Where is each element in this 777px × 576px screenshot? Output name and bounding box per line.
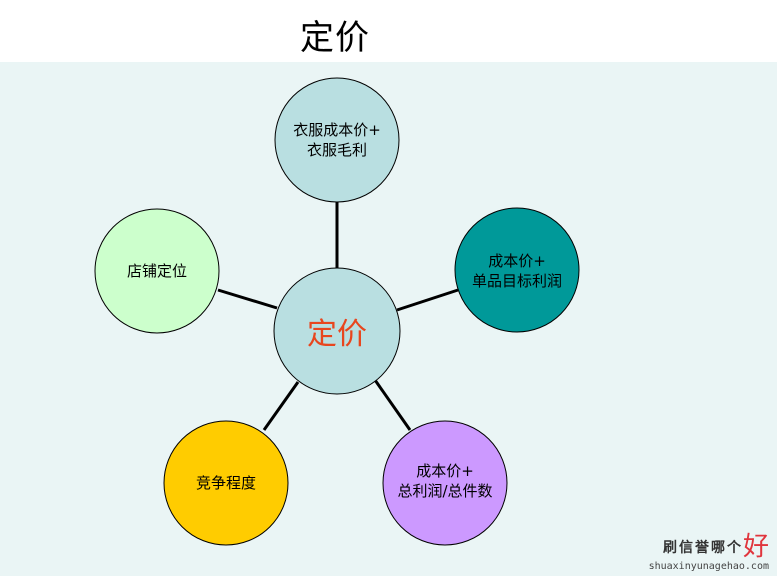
node-bottom-left-label: 竞争程度 (196, 473, 256, 493)
edge-center-bottom-left (262, 381, 300, 431)
node-bottom-right-line2: 总利润/总件数 (397, 482, 493, 500)
node-left-line1: 店铺定位 (126, 262, 188, 280)
node-left (94, 208, 220, 334)
node-top-label: 衣服成本价+ 衣服毛利 (293, 120, 381, 160)
node-top (274, 77, 400, 203)
watermark-chinese: 刷信誉哪个 (662, 540, 743, 556)
node-right (454, 207, 580, 333)
watermark: 刷信誉哪个好 shuaxinyunagehao.com (649, 526, 769, 572)
node-center (273, 267, 401, 395)
node-top-line1: 衣服成本价+ (293, 121, 381, 139)
node-bottom-right-line1: 成本价+ (416, 462, 474, 480)
node-bottom-right-label: 成本价+ 总利润/总件数 (397, 461, 492, 501)
watermark-hao: 好 (742, 532, 769, 562)
edge-center-left (217, 288, 278, 310)
node-left-label: 店铺定位 (127, 261, 187, 281)
node-top-line2: 衣服毛利 (306, 141, 368, 159)
edge-center-right (396, 288, 459, 312)
node-right-line2: 单品目标利润 (471, 272, 563, 290)
edge-center-bottom-right (373, 379, 412, 431)
node-bottom-right (382, 420, 508, 546)
slide-title: 定价 (300, 18, 370, 58)
slide-header: 定价 (0, 0, 777, 62)
node-right-line1: 成本价+ (488, 252, 546, 270)
node-bottom-left-line1: 竞争程度 (195, 474, 257, 492)
node-bottom-left (163, 420, 289, 546)
watermark-url: shuaxinyunagehao.com (648, 561, 769, 572)
center-label: 定价 (307, 317, 367, 352)
node-right-label: 成本价+ 单品目标利润 (472, 251, 562, 291)
